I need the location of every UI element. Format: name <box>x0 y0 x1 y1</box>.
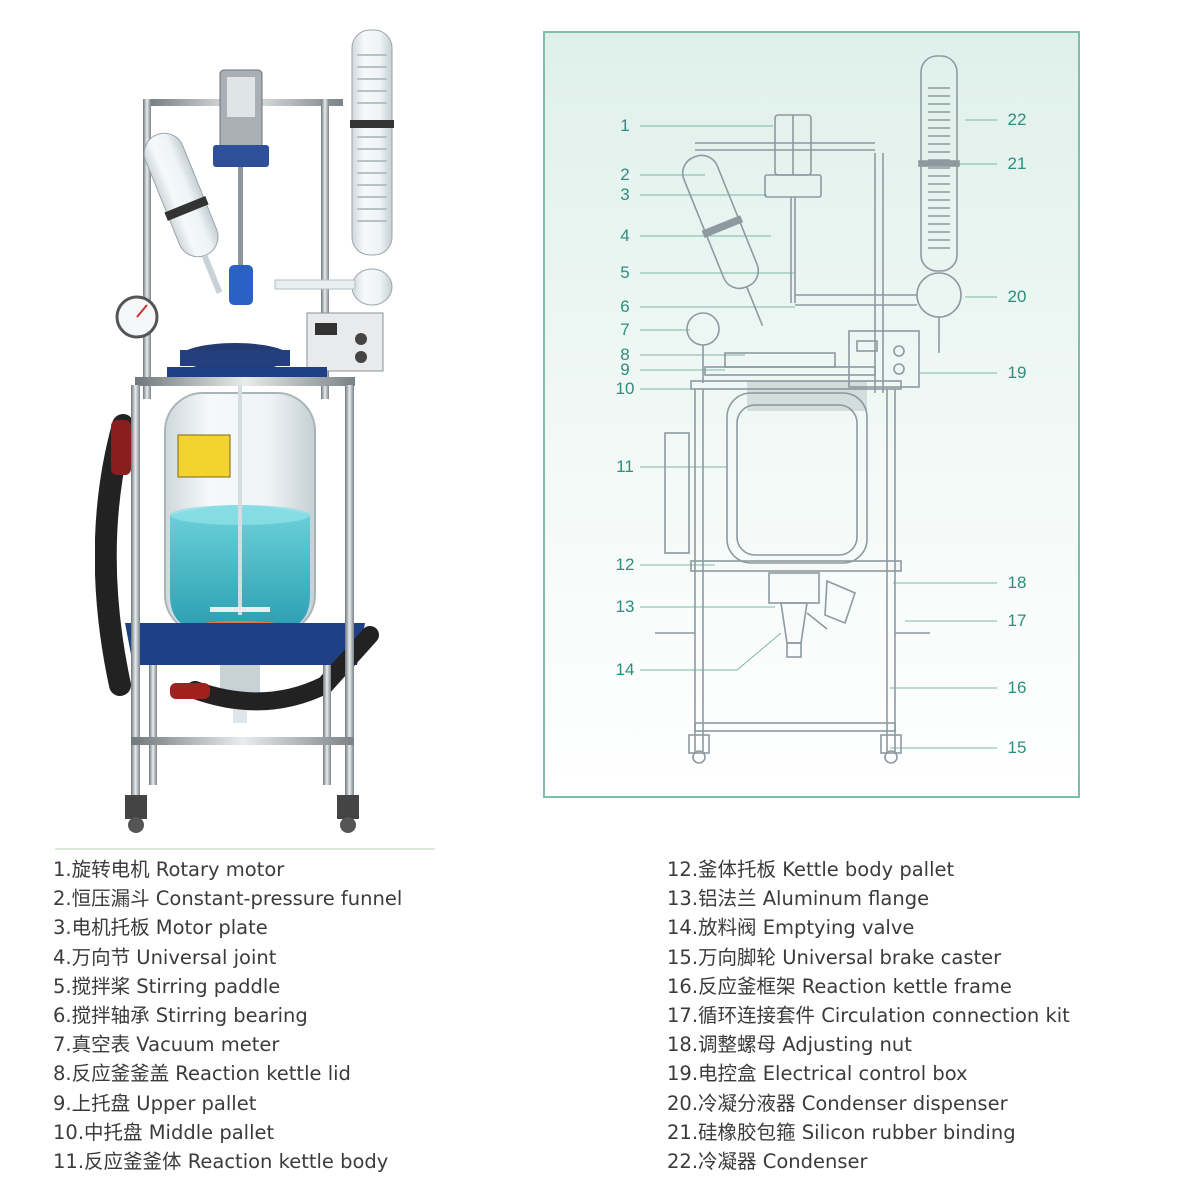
legend-item-16: 16.反应釜框架 Reaction kettle frame <box>667 974 1012 998</box>
legend-item-8: 8.反应釜釜盖 Reaction kettle lid <box>53 1062 351 1086</box>
callout-9: 9 <box>620 360 630 379</box>
callout-8: 8 <box>620 345 630 364</box>
callout-10: 10 <box>615 379 635 398</box>
callout-16: 16 <box>1007 678 1027 697</box>
legend-item-11: 11.反应釜釜体 Reaction kettle body <box>53 1149 389 1173</box>
legend-item-19: 19.电控盒 Electrical control box <box>667 1062 968 1086</box>
diagram-panel: 1 2 3 4 5 6 7 8 9 10 11 12 13 14 15 16 1… <box>543 31 1080 798</box>
legend-item-6: 6.搅拌轴承 Stirring bearing <box>53 1003 308 1027</box>
legend-item-21: 21.硅橡胶包箍 Silicon rubber binding <box>667 1120 1016 1144</box>
callout-17: 17 <box>1007 611 1027 630</box>
callout-4: 4 <box>620 226 630 245</box>
callout-15: 15 <box>1007 738 1027 757</box>
photo-divider <box>55 848 435 850</box>
legend-item-15: 15.万向脚轮 Universal brake caster <box>667 945 1002 969</box>
callout-19: 19 <box>1007 363 1027 382</box>
callout-3: 3 <box>620 185 630 204</box>
legend-item-22: 22.冷凝器 Condenser <box>667 1149 868 1173</box>
legend-item-9: 9.上托盘 Upper pallet <box>53 1091 257 1115</box>
callout-21: 21 <box>1007 154 1027 173</box>
callout-5: 5 <box>620 263 630 282</box>
legend-item-4: 4.万向节 Universal joint <box>53 945 277 969</box>
legend-item-10: 10.中托盘 Middle pallet <box>53 1120 275 1144</box>
callout-20: 20 <box>1007 287 1027 306</box>
legend-item-17: 17.循环连接套件 Circulation connection kit <box>667 1003 1070 1027</box>
legend-item-12: 12.釜体托板 Kettle body pallet <box>667 858 955 881</box>
legend-item-7: 7.真空表 Vacuum meter <box>53 1033 280 1057</box>
legend-item-3: 3.电机托板 Motor plate <box>53 916 268 940</box>
legend-item-18: 18.调整螺母 Adjusting nut <box>667 1033 912 1057</box>
legend-item-1: 1.旋转电机 Rotary motor <box>53 858 285 881</box>
legend-item-13: 13.铝法兰 Aluminum flange <box>667 887 930 911</box>
callout-2: 2 <box>620 165 630 184</box>
legend-item-2: 2.恒压漏斗 Constant-pressure funnel <box>53 887 403 911</box>
callout-7: 7 <box>620 320 630 339</box>
callout-22: 22 <box>1007 110 1027 129</box>
reactor-photo <box>94 25 445 845</box>
callout-14: 14 <box>615 660 635 679</box>
legend-item-20: 20.冷凝分液器 Condenser dispenser <box>667 1091 1008 1115</box>
callout-12: 12 <box>615 555 635 574</box>
legend-item-14: 14.放料阀 Emptying valve <box>667 916 915 940</box>
callout-13: 13 <box>615 597 635 616</box>
callout-18: 18 <box>1007 573 1027 592</box>
callout-11: 11 <box>616 457 634 476</box>
callout-1: 1 <box>620 116 630 135</box>
legend-right: 12.釜体托板 Kettle body pallet 13.铝法兰 Alumin… <box>667 855 1070 1176</box>
legend-item-5: 5.搅拌桨 Stirring paddle <box>53 974 281 998</box>
callout-6: 6 <box>620 297 630 316</box>
legend-left: 1.旋转电机 Rotary motor 2.恒压漏斗 Constant-pres… <box>53 855 402 1176</box>
